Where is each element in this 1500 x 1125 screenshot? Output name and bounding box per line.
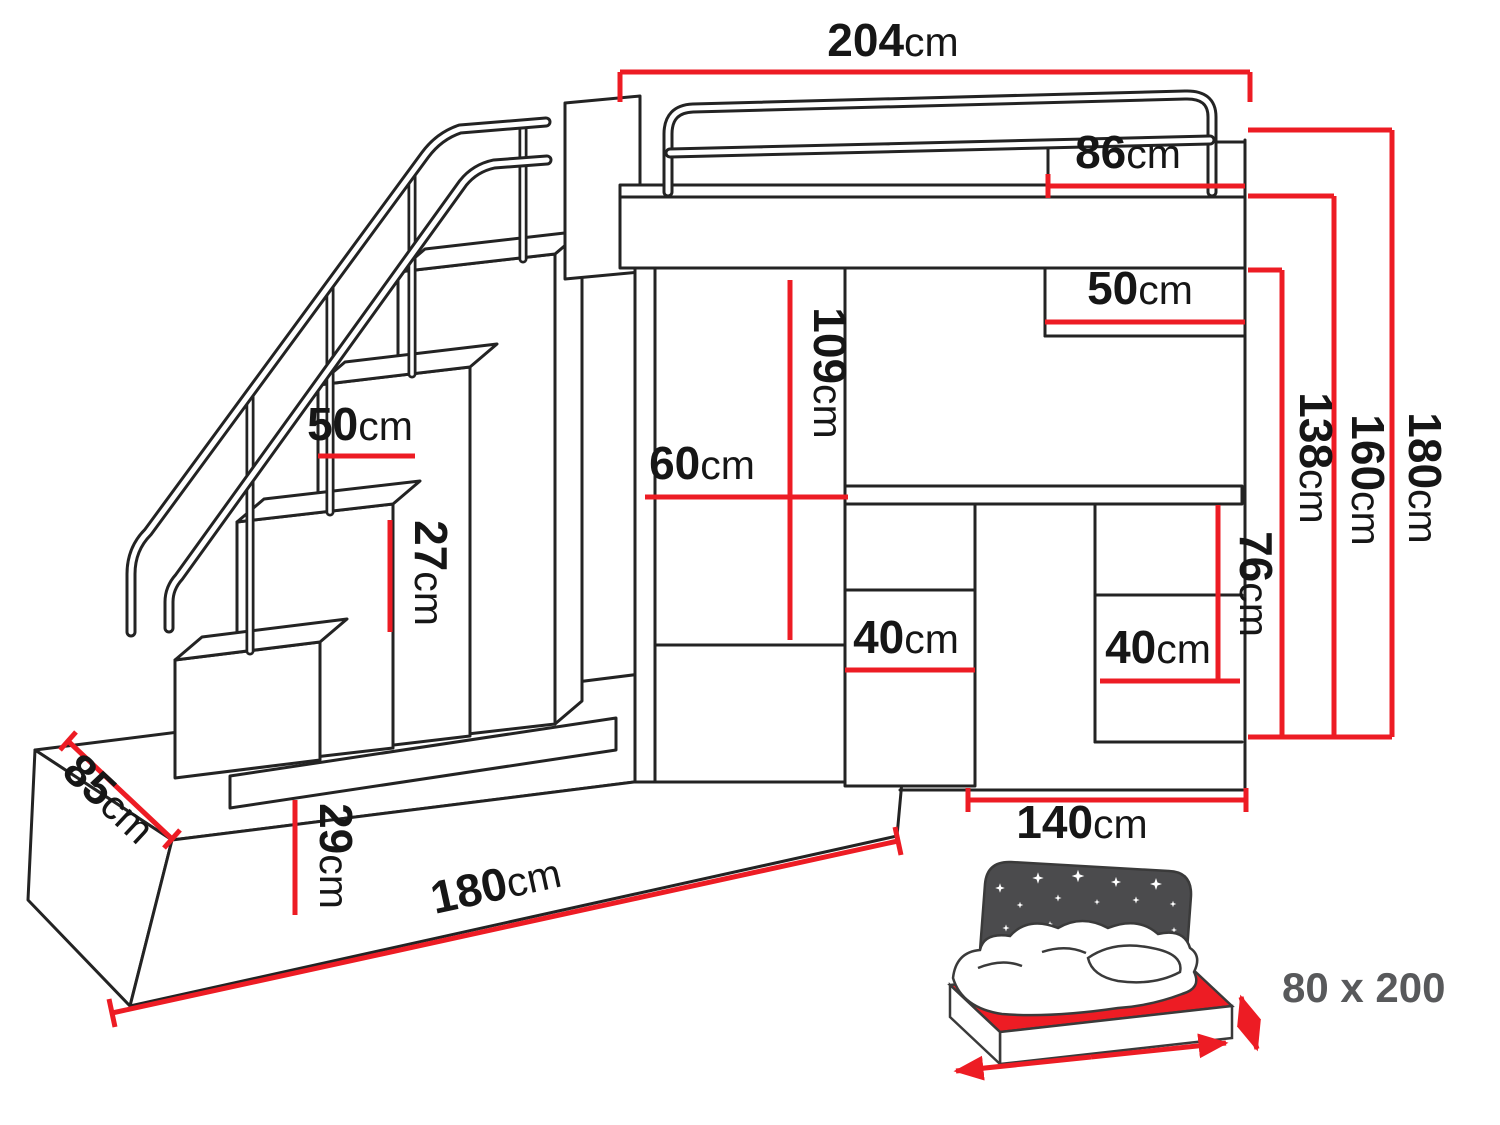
dim-base-platform-length: 180cm	[106, 826, 904, 1028]
mattress-width-arrow	[1236, 994, 1262, 1052]
dim-mattress-width: 86cm	[1045, 126, 1245, 198]
step-1-top	[173, 617, 349, 662]
dim-under-desk-drawer-width: 40cm	[845, 611, 975, 673]
dim-desk-height-label: 76cm	[1230, 531, 1282, 637]
dim-side-cabinet-width-label: 40cm	[1105, 621, 1211, 673]
under-desk-drawers	[843, 502, 977, 788]
dim-bed-platform-height: 138cm	[1248, 267, 1392, 740]
dim-bed-length: 204cm	[617, 14, 1253, 102]
dim-side-cabinet-width: 40cm	[1100, 621, 1240, 684]
dim-base-platform-height: 29cm	[292, 800, 362, 915]
dim-wardrobe-width: 60cm	[645, 437, 848, 500]
dim-guard-rail-height: 160cm	[1248, 193, 1394, 737]
duvet-folds	[977, 947, 1087, 970]
dim-total-height: 180cm	[1248, 127, 1451, 737]
dim-stair-tread-depth-label: 50cm	[307, 398, 413, 450]
dim-base-platform-height-label: 29cm	[310, 803, 362, 909]
dim-wardrobe-width-label: 60cm	[649, 437, 755, 489]
staircase	[173, 229, 584, 780]
mattress-size-label: 80 x 200	[1282, 964, 1446, 1011]
dim-headboard-shelf-depth-label: 50cm	[1087, 262, 1193, 314]
bed-guard-rails	[662, 89, 1218, 198]
dim-total-height-label: 180cm	[1399, 412, 1451, 543]
dim-bed-platform-height-label: 138cm	[1290, 392, 1342, 523]
desk-top	[843, 484, 1244, 506]
dim-stair-tread-depth: 50cm	[307, 398, 415, 459]
dim-stair-step-height-label: 27cm	[405, 520, 457, 626]
dim-stair-step-height: 27cm	[387, 520, 457, 632]
dimension-annotations: 204cm 86cm 50cm 180cm 160cm 138cm	[53, 14, 1451, 1028]
dim-wardrobe-opening-height: 109cm	[787, 280, 856, 640]
dim-wardrobe-opening-height-label: 109cm	[804, 307, 856, 438]
dim-desk-section-width: 140cm	[965, 788, 1249, 848]
bed-side-rail-board	[618, 183, 1247, 270]
dim-mattress-width-label: 86cm	[1075, 126, 1181, 178]
dim-desk-section-width-label: 140cm	[1016, 796, 1147, 848]
dim-headboard-shelf-depth: 50cm	[1045, 262, 1245, 325]
dim-under-desk-drawer-width-label: 40cm	[853, 611, 959, 663]
pillow	[1086, 944, 1182, 984]
dim-desk-height: 76cm	[1215, 505, 1282, 680]
desk-area	[843, 484, 1245, 792]
dim-bed-length-label: 204cm	[827, 14, 958, 66]
step-4-side	[553, 229, 584, 726]
step-1-front	[173, 640, 322, 780]
mattress-length-arrow	[953, 1033, 1229, 1081]
dim-guard-rail-height-label: 160cm	[1342, 414, 1394, 545]
handrail	[125, 116, 553, 656]
mattress-size-icon: 80 x 200	[947, 860, 1446, 1081]
base-front-board	[228, 716, 618, 810]
